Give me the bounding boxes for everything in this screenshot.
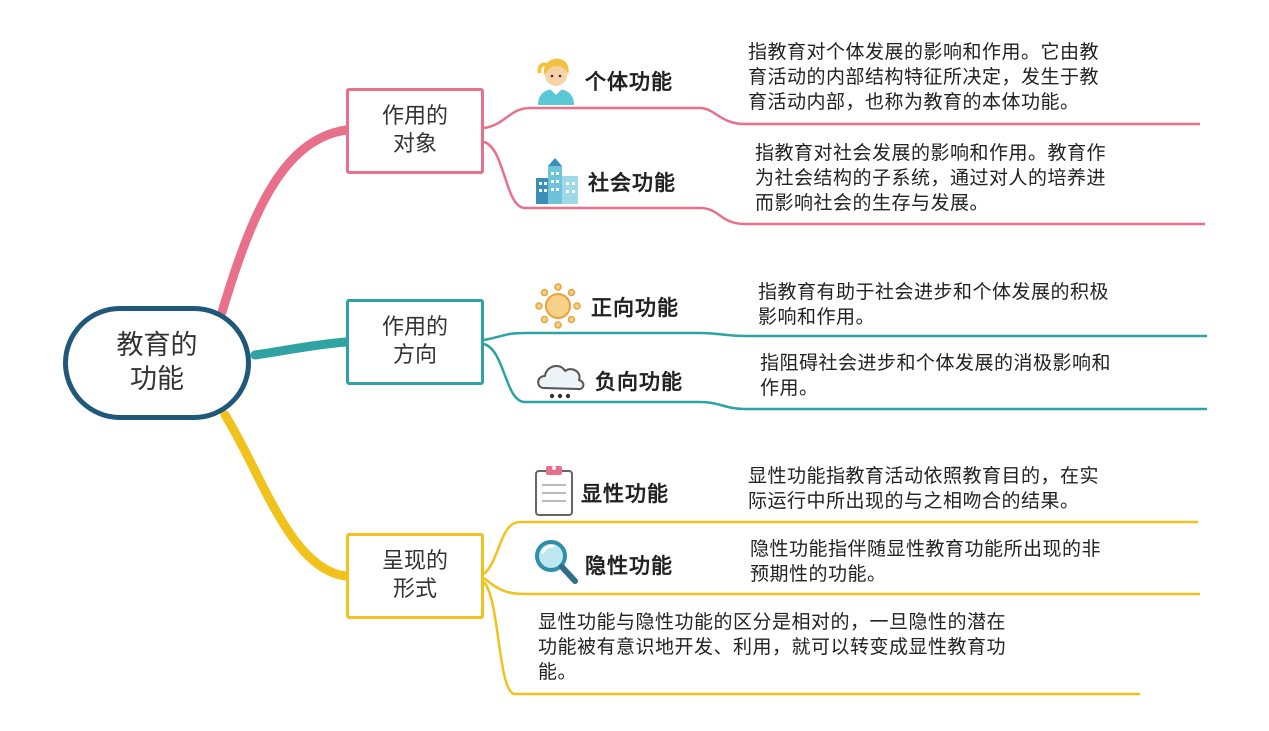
central-topic-line2: 功能	[130, 364, 184, 395]
yellow-underline-2	[483, 577, 1200, 596]
desc-line: 育活动的内部结构特征所决定，发生于教	[748, 66, 1100, 88]
teal-underline-1	[483, 331, 1207, 342]
category-direction[interactable]: 作用的 方向	[346, 299, 484, 385]
desc-social-function: 指教育对社会发展的影响和作用。教育作 为社会结构的子系统，通过对人的培养进 而影…	[755, 141, 1195, 216]
central-topic[interactable]: 教育的 功能	[63, 306, 251, 420]
sun-icon	[535, 283, 581, 329]
desc-manifest-function: 显性功能指教育活动依照教育目的，在实 际运行中所出现的与之相吻合的结果。	[748, 464, 1188, 514]
desc-line: 际运行中所出现的与之相吻合的结果。	[748, 490, 1080, 512]
desc-line: 指教育有助于社会进步和个体发展的积极	[758, 281, 1110, 303]
pink-underline-1	[483, 106, 1200, 130]
desc-line: 显性功能指教育活动依照教育目的，在实	[748, 465, 1100, 487]
desc-line: 指教育对个体发展的影响和作用。它由教	[748, 41, 1100, 63]
desc-line: 育活动内部，也称为教育的本体功能。	[748, 91, 1080, 113]
desc-line: 指教育对社会发展的影响和作用。教育作	[755, 142, 1107, 164]
note-line: 显性功能与隐性功能的区分是相对的，一旦隐性的潜在	[538, 611, 1007, 633]
desc-line: 而影响社会的生存与发展。	[755, 192, 990, 214]
desc-line: 预期性的功能。	[750, 563, 887, 585]
pink-underline-2	[483, 140, 1205, 226]
category-form-line2: 形式	[392, 577, 437, 602]
yellow-underline-1	[483, 520, 1198, 575]
desc-line: 指阻碍社会进步和个体发展的消极影响和	[760, 352, 1112, 374]
central-topic-line1: 教育的	[116, 330, 198, 361]
desc-line: 为社会结构的子系统，通过对人的培养进	[755, 167, 1107, 189]
label-latent-function: 隐性功能	[585, 554, 673, 578]
clipboard-icon	[535, 466, 573, 516]
desc-positive-function: 指教育有助于社会进步和个体发展的积极 影响和作用。	[758, 280, 1198, 330]
cloud-icon	[537, 364, 585, 399]
desc-line: 作用。	[760, 377, 819, 399]
category-form-line1: 呈现的	[381, 549, 448, 574]
desc-line: 影响和作用。	[758, 306, 876, 328]
note-line: 能。	[538, 661, 578, 683]
category-object-line1: 作用的	[381, 104, 448, 129]
category-direction-line1: 作用的	[381, 315, 448, 340]
category-object-line2: 对象	[392, 132, 437, 157]
desc-latent-function: 隐性功能指伴随显性教育功能所出现的非 预期性的功能。	[750, 537, 1190, 587]
label-individual-function: 个体功能	[585, 70, 673, 94]
teal-underline-2	[483, 342, 1207, 411]
label-negative-function: 负向功能	[595, 370, 683, 394]
note-distinction: 显性功能与隐性功能的区分是相对的，一旦隐性的潜在 功能被有意识地开发、利用，就可…	[538, 610, 1128, 685]
desc-line: 隐性功能指伴随显性教育功能所出现的非	[750, 538, 1102, 560]
branch-pink	[217, 125, 351, 317]
person-icon	[537, 58, 574, 105]
category-form[interactable]: 呈现的 形式	[346, 533, 484, 619]
category-object[interactable]: 作用的 对象	[346, 88, 484, 174]
magnifier-icon	[535, 540, 578, 584]
category-direction-line2: 方向	[392, 343, 437, 368]
yellow-underline-3	[482, 581, 1140, 696]
city-icon	[536, 158, 578, 204]
label-manifest-function: 显性功能	[581, 482, 669, 506]
desc-negative-function: 指阻碍社会进步和个体发展的消极影响和 作用。	[760, 351, 1200, 401]
branch-yellow	[220, 410, 351, 581]
label-positive-function: 正向功能	[591, 296, 679, 320]
branch-teal	[250, 337, 351, 360]
desc-individual-function: 指教育对个体发展的影响和作用。它由教 育活动的内部结构特征所决定，发生于教 育活…	[748, 40, 1188, 115]
note-line: 功能被有意识地开发、利用，就可以转变成显性教育功	[538, 636, 1007, 658]
label-social-function: 社会功能	[588, 171, 676, 195]
